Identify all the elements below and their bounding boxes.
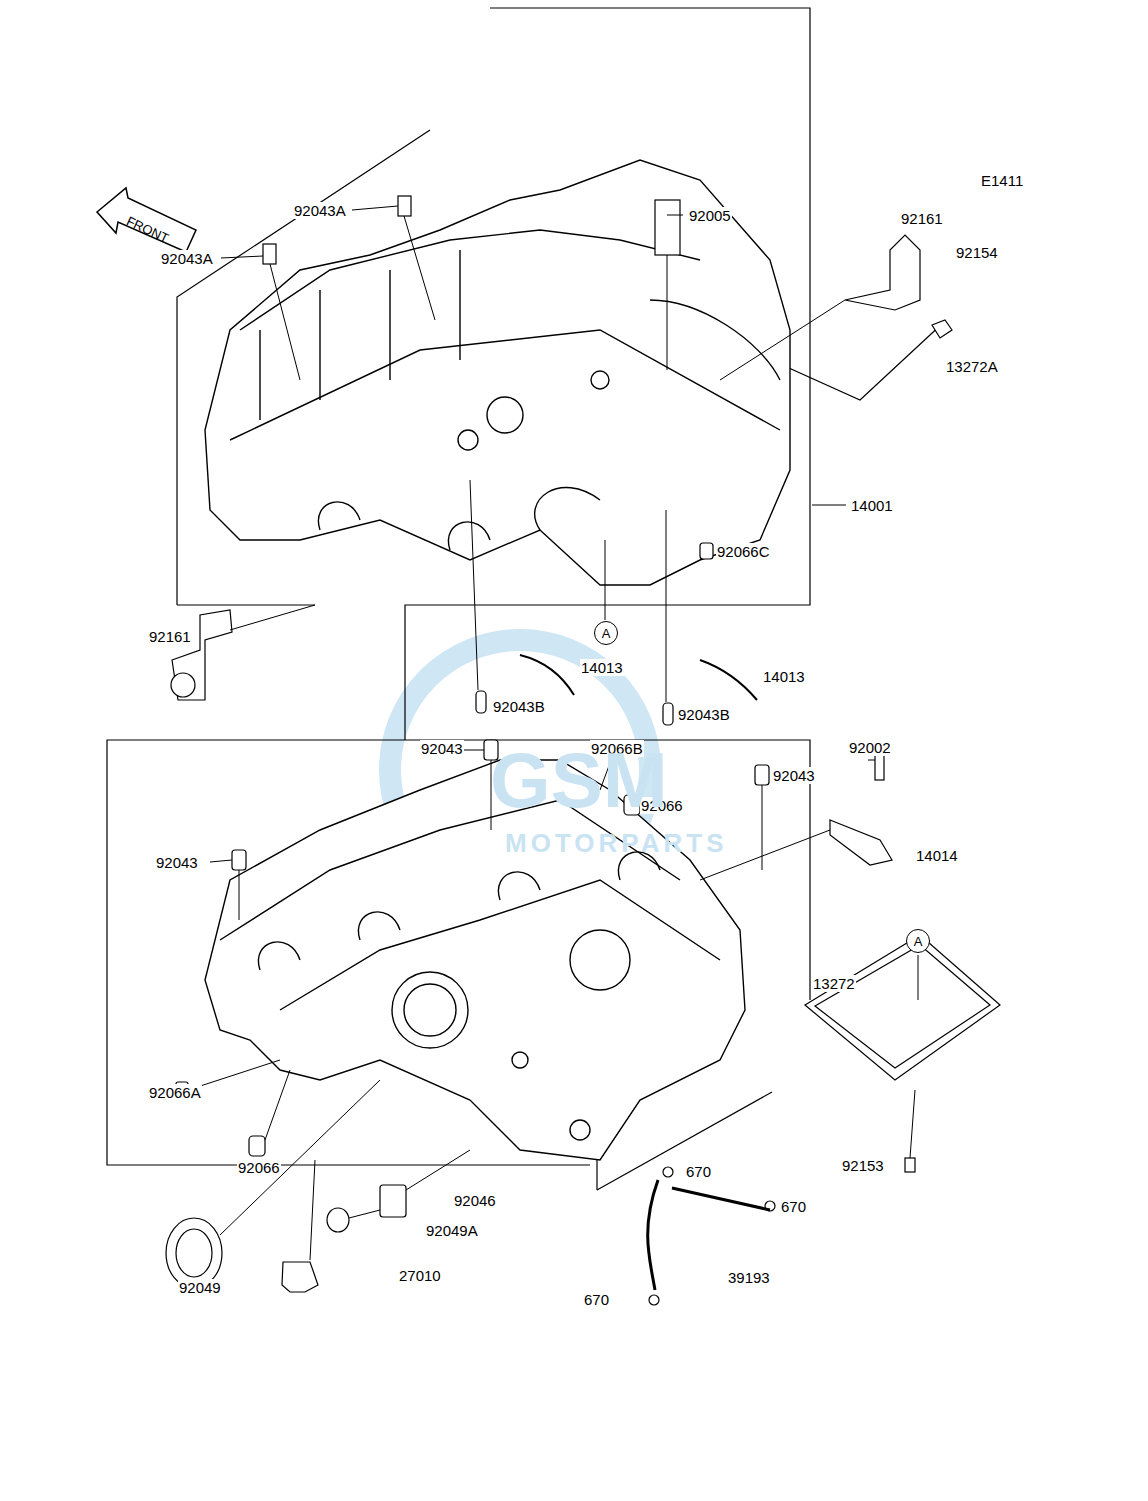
callout-number: 92153 — [841, 1157, 885, 1174]
callout-number: 92066 — [237, 1159, 281, 1176]
callout-number: 13272 — [812, 975, 856, 992]
callout-number: 39193 — [727, 1269, 771, 1286]
callout-number: 14014 — [915, 847, 959, 864]
callout-number: 92161 — [148, 628, 192, 645]
callout-number: 92043 — [420, 740, 464, 757]
watermark: GSM — [490, 735, 668, 826]
callout-number: 92161 — [900, 210, 944, 227]
callout-number: 14013 — [762, 668, 806, 685]
callout-number: 670 — [780, 1198, 807, 1215]
callout-number: 92002 — [848, 739, 892, 756]
callout-number: 92049A — [425, 1222, 479, 1239]
callout-number: 27010 — [398, 1267, 442, 1284]
callout-number: 670 — [685, 1163, 712, 1180]
callout-number: 92043 — [772, 767, 816, 784]
callout-number: 92043 — [155, 854, 199, 871]
reference-letter: A — [914, 934, 923, 949]
callout-number: 14001 — [850, 497, 894, 514]
reference-letter: A — [602, 626, 611, 641]
callout-number: 92043A — [160, 250, 214, 267]
callout-number: 92066A — [148, 1084, 202, 1101]
callout-number: 14013 — [580, 659, 624, 676]
figure-code: E1411 — [980, 172, 1024, 189]
callout-number: 92046 — [453, 1192, 497, 1209]
callout-number: 13272A — [945, 358, 999, 375]
watermark: MOTORPARTS — [505, 828, 727, 859]
callout-number: 92154 — [955, 244, 999, 261]
reference-circle: A — [594, 621, 618, 645]
callout-number: 92043B — [492, 698, 546, 715]
callout-number: 92043A — [293, 202, 347, 219]
callout-number: 92066C — [716, 543, 771, 560]
callout-number: 92049 — [178, 1279, 222, 1296]
callout-number: 670 — [583, 1291, 610, 1308]
reference-circle: A — [906, 929, 930, 953]
callout-number: 92043B — [677, 706, 731, 723]
callout-number: 92005 — [688, 207, 732, 224]
